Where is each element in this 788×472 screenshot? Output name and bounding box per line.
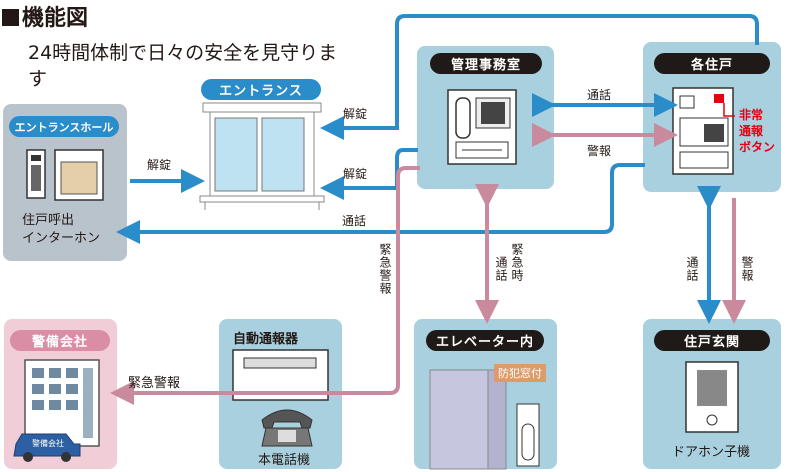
square-bullet-icon <box>2 9 19 26</box>
arrow-call-hall <box>116 163 645 244</box>
entrance-hall-pill: エントランスホール <box>9 116 119 137</box>
intercom-label: 住戸呼出 インターホン <box>22 213 101 246</box>
page-title: 機能図 <box>2 0 88 32</box>
unlock-label-2: 解錠 <box>343 167 368 181</box>
building-illustration <box>24 359 100 447</box>
arrow-unlock-mid <box>320 148 418 200</box>
entrance-door-illustration <box>199 102 325 210</box>
elevator-pill: エレベーター内 <box>426 330 544 351</box>
call-door-label: 通話 <box>685 256 699 282</box>
security-company-pill: 警備会社 <box>10 330 110 351</box>
alarm-button-label: 非常 通報 ボタン <box>739 108 776 154</box>
residence-monitor-illustration <box>672 87 735 175</box>
arrow-emergency-alarm <box>110 166 420 405</box>
emergency-time-label: 緊急時 <box>510 243 524 282</box>
unlock-label-1: 解錠 <box>343 107 368 121</box>
front-door-pill: 住戸玄関 <box>654 330 770 351</box>
emergency-alarm-v-label: 緊急警報 <box>378 243 392 295</box>
doorphone-illustration <box>685 361 739 433</box>
security-car-icon <box>13 433 81 462</box>
elevator-illustration <box>429 369 540 470</box>
alarm-door-label: 警報 <box>740 256 754 282</box>
management-pill: 管理事務室 <box>430 53 542 74</box>
arrow-unlock-top <box>320 14 759 140</box>
blue-arrows <box>116 14 759 324</box>
car-sign-label: 警備会社 <box>32 439 64 448</box>
intercom-panel-illustration <box>26 149 104 201</box>
pink-arrows <box>110 123 746 405</box>
emergency-alarm-h-label: 緊急警報 <box>128 376 181 391</box>
alarm-mgmt-res-label: 警報 <box>587 144 612 158</box>
call-mgmt-res-label: 通話 <box>587 88 612 102</box>
entrance-pill: エントランス <box>201 79 321 100</box>
doorphone-label: ドアホン子機 <box>672 445 751 460</box>
auto-reporter-title: 自動通報器 <box>233 332 299 347</box>
phone-label: 本電話機 <box>258 453 311 468</box>
unlock-label-3: 解錠 <box>147 158 172 172</box>
residence-pill: 各住戸 <box>654 53 770 74</box>
subtitle: 24時間体制で日々の安全を見守ります <box>28 42 338 90</box>
call-hall-label: 通話 <box>342 214 367 228</box>
elevator-call-label: 通話 <box>494 256 508 282</box>
title-text: 機能図 <box>22 6 89 31</box>
management-console-illustration <box>447 89 517 165</box>
crime-window-label: 防犯窓付 <box>494 364 546 382</box>
telephone-icon <box>261 409 313 447</box>
